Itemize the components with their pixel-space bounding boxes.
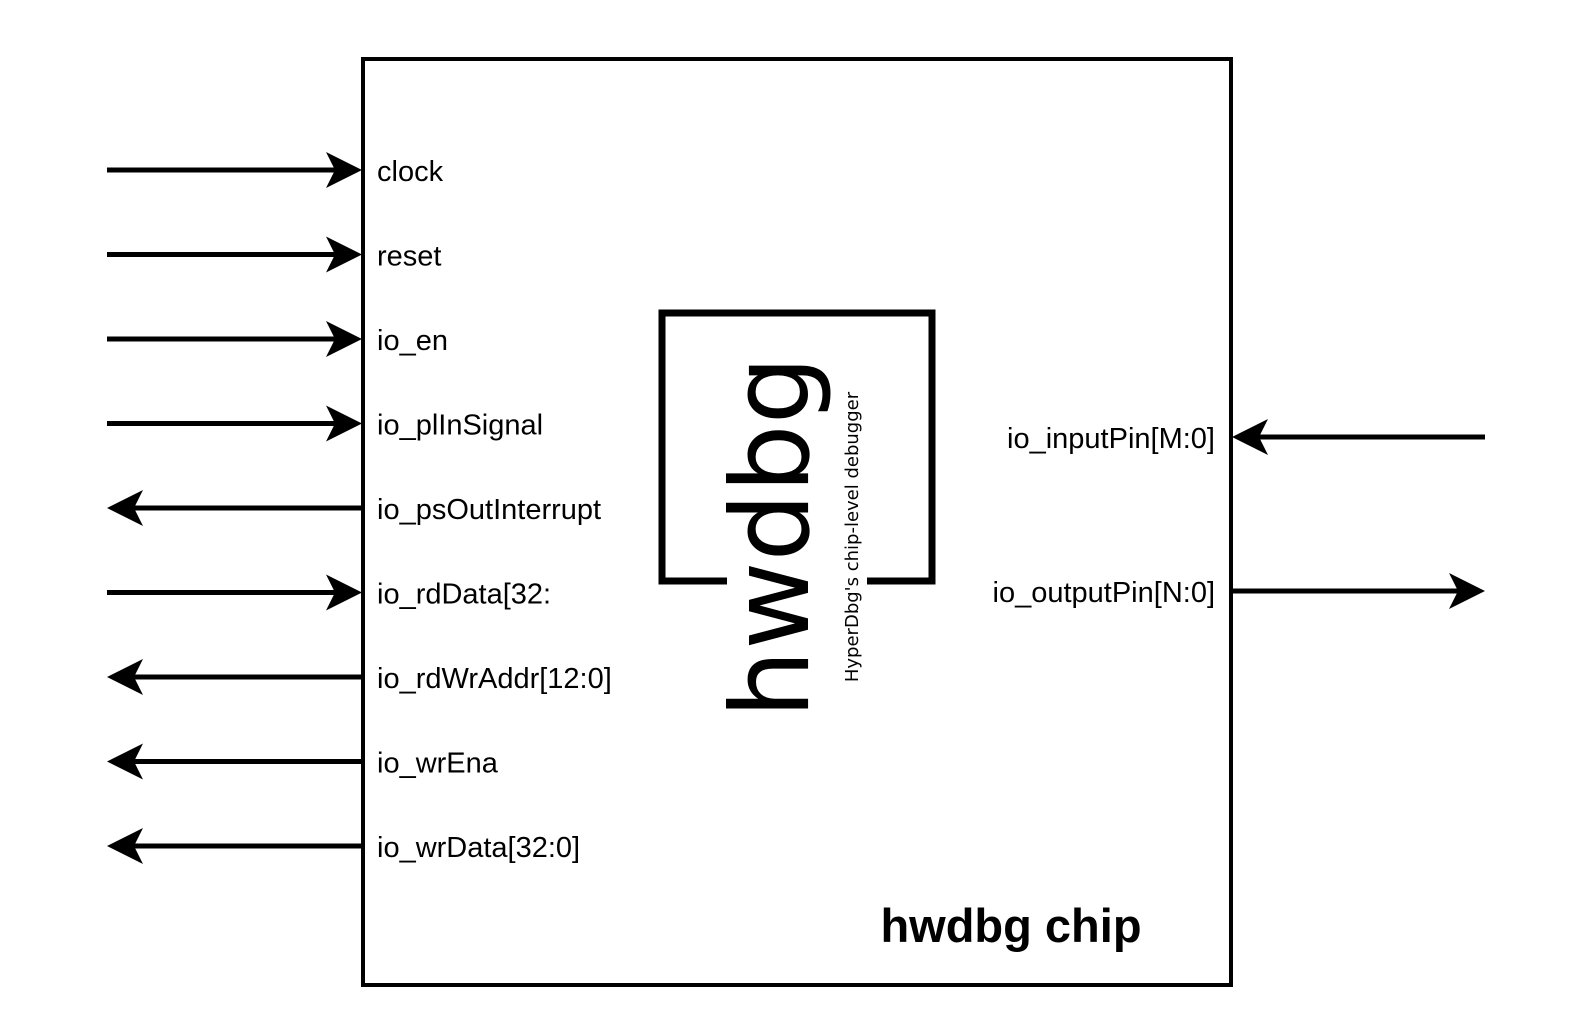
- pin-label: io_rdWrAddr[12:0]: [377, 663, 612, 695]
- arrow-left-icon: [1232, 419, 1268, 455]
- pin-io-psoutinterrupt: io_psOutInterrupt: [107, 490, 601, 526]
- pin-io-plinsignal: io_plInSignal: [107, 405, 543, 442]
- left-pin-group: clock reset io_en io_plInSignal io_psOutInte…: [107, 152, 612, 864]
- pin-clock: clock: [107, 152, 444, 188]
- arrow-right-icon: [326, 321, 362, 357]
- pin-reset: reset: [107, 236, 441, 273]
- pin-io-rdwraddr-12-0: io_rdWrAddr[12:0]: [107, 659, 612, 695]
- chip-title: hwdbg chip: [880, 899, 1141, 952]
- pin-label: io_rdData[32:: [377, 579, 551, 611]
- pin-label: io_wrData[32:0]: [377, 832, 580, 864]
- pin-io-inputpin-m-0: io_inputPin[M:0]: [1007, 419, 1485, 455]
- pin-label: clock: [377, 156, 444, 188]
- pin-io-wrdata-32-0: io_wrData[32:0]: [107, 828, 580, 864]
- pin-label: io_wrEna: [377, 748, 499, 780]
- hwdbg-logo: hwdbg HyperDbg's chip-level debugger: [658, 309, 936, 718]
- arrow-left-icon: [107, 743, 143, 780]
- arrow-right-icon: [1449, 573, 1485, 609]
- pin-io-outputpin-n-0: io_outputPin[N:0]: [993, 573, 1485, 609]
- logo-bracket: [658, 309, 936, 585]
- pin-io-wrena: io_wrEna: [107, 743, 499, 780]
- arrow-right-icon: [326, 574, 362, 611]
- arrow-left-icon: [107, 659, 143, 695]
- arrow-left-icon: [107, 828, 143, 864]
- pin-label: reset: [377, 241, 441, 273]
- arrow-right-icon: [326, 236, 362, 273]
- right-pin-group: io_inputPin[M:0] io_outputPin[N:0]: [993, 419, 1485, 609]
- pin-label: io_plInSignal: [377, 410, 543, 442]
- chip-box: [361, 57, 1233, 987]
- logo-name: hwdbg: [709, 356, 834, 718]
- arrow-right-icon: [326, 405, 362, 442]
- arrow-right-icon: [326, 152, 362, 188]
- pin-io-rddata-32: io_rdData[32:: [107, 574, 551, 611]
- pin-label: io_en: [377, 325, 448, 357]
- pin-io-en: io_en: [107, 321, 448, 357]
- logo-tagline: HyperDbg's chip-level debugger: [842, 391, 863, 682]
- pin-label: io_psOutInterrupt: [377, 494, 601, 526]
- pin-label: io_inputPin[M:0]: [1007, 423, 1215, 455]
- pin-label: io_outputPin[N:0]: [993, 577, 1215, 609]
- arrow-left-icon: [107, 490, 143, 526]
